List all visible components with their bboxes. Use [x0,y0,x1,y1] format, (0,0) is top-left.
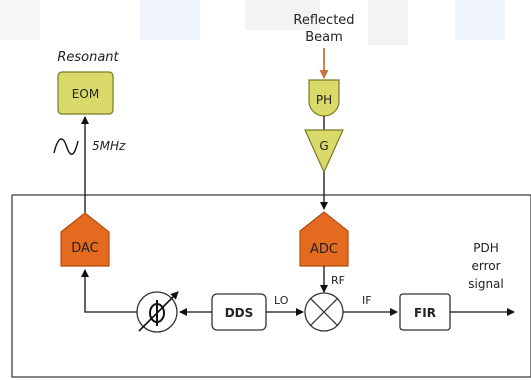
photodetector-block: PH [308,79,340,117]
g-label: G [319,139,328,153]
if-label: IF [362,294,372,307]
resonant-label: Resonant [57,50,119,65]
phase-shifter-symbol [136,291,179,333]
mixer-symbol [304,292,344,332]
eom-label: EOM [72,87,99,101]
dds-label: DDS [225,306,254,320]
dds-block: DDS [211,293,267,331]
reflected-beam-label-line2: Beam [305,30,343,45]
phase-to-dac-line [81,269,137,313]
dac-block: DAC [60,212,110,267]
reflected-beam-label-line1: Reflected [293,13,354,28]
system-enclosure [11,194,531,378]
rf-label: RF [331,274,345,287]
adc-block: ADC [299,211,349,267]
background-watermark [0,0,505,45]
dac-label: DAC [71,241,99,256]
adc-label: ADC [310,242,338,257]
output-label-line2: error [471,259,500,273]
tunable-arrow-icon [138,291,179,332]
fir-label: FIR [414,306,436,320]
output-label-line1: PDH [473,241,499,255]
lo-label: LO [274,294,289,307]
ph-label: PH [316,93,332,107]
output-label-line3: signal [468,277,504,291]
amplifier-block: G [304,129,344,174]
fir-block: FIR [399,293,451,331]
eom-block: EOM [57,71,114,115]
frequency-label: 5MHz [92,139,126,153]
sine-wave-icon [53,138,79,155]
